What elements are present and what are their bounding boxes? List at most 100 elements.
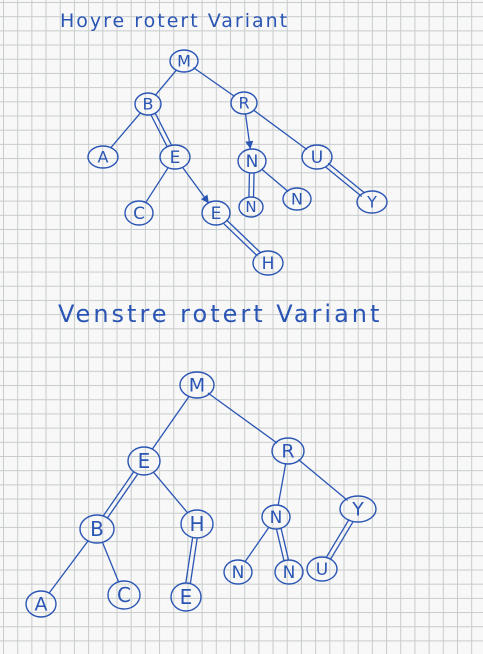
- node-left-rotated-n3: N: [274, 559, 304, 585]
- node-left-rotated-n: N: [261, 504, 291, 530]
- node-circle: [87, 145, 119, 169]
- edge-left-rotated-e-b-b: [106, 473, 139, 519]
- node-circle: [271, 437, 305, 465]
- node-right-rotated-y: Y: [356, 190, 388, 214]
- node-label: C: [117, 583, 131, 607]
- node-left-rotated-e2: E: [170, 582, 202, 612]
- node-label: M: [177, 52, 191, 71]
- node-circle: [301, 144, 333, 170]
- edge-left-rotated-b-a: [48, 540, 89, 594]
- node-circle: [180, 509, 214, 539]
- node-label: E: [170, 148, 181, 168]
- node-circle: [339, 495, 377, 523]
- node-circle: [237, 148, 267, 174]
- node-label: C: [133, 204, 145, 224]
- edge-left-rotated-e-b-a: [102, 471, 135, 517]
- edge-right-rotated-e-c: [145, 167, 169, 203]
- node-left-rotated-a: A: [25, 590, 57, 618]
- title-right-rotated: Hoyre rotert Variant: [60, 10, 290, 32]
- edge-right-rotated-u-y-a: [324, 166, 362, 197]
- node-label: A: [98, 148, 109, 167]
- edge-right-rotated-b-e-a: [150, 115, 168, 148]
- node-left-rotated-e: E: [127, 446, 161, 476]
- node-label: E: [138, 449, 151, 473]
- node-left-rotated-y: Y: [339, 495, 377, 523]
- node-circle: [282, 187, 312, 211]
- edge-right-rotated-r-n1: [244, 114, 254, 150]
- node-left-rotated-m: M: [179, 371, 215, 399]
- edge-right-rotated-r-u: [252, 109, 308, 150]
- node-right-rotated-r: R: [230, 91, 258, 115]
- node-label: Y: [366, 193, 377, 212]
- node-circle: [179, 371, 215, 399]
- node-right-rotated-m: M: [169, 49, 199, 73]
- node-label: R: [281, 441, 294, 463]
- node-right-rotated-e2: E: [201, 200, 231, 226]
- edge-right-rotated-u-y-b: [327, 162, 365, 194]
- node-label: Y: [351, 499, 364, 521]
- node-label: M: [189, 375, 205, 397]
- node-left-rotated-b: B: [79, 514, 115, 544]
- node-right-rotated-c: C: [124, 200, 154, 226]
- node-left-rotated-r: R: [271, 437, 305, 465]
- node-circle: [201, 200, 231, 226]
- node-right-rotated-u: U: [301, 144, 333, 170]
- node-circle: [252, 250, 284, 276]
- node-circle: [169, 49, 199, 73]
- node-label: H: [262, 254, 275, 274]
- node-label: U: [316, 560, 328, 580]
- edge-right-rotated-e2-h-b: [226, 219, 261, 253]
- node-label: N: [232, 563, 245, 583]
- edge-left-rotated-b-c: [102, 542, 119, 582]
- node-label: N: [283, 563, 296, 583]
- node-label: E: [211, 204, 222, 224]
- node-circle: [274, 559, 304, 585]
- node-label: A: [35, 594, 48, 616]
- node-label: B: [143, 95, 154, 114]
- node-label: N: [270, 508, 283, 528]
- edge-right-rotated-m-r: [193, 67, 235, 97]
- node-label: U: [311, 148, 323, 168]
- edge-right-rotated-e-e2: [182, 166, 209, 204]
- node-circle: [261, 504, 291, 530]
- title-left-rotated: Venstre rotert Variant: [58, 300, 383, 328]
- edge-left-rotated-r-n: [277, 464, 287, 505]
- node-circle: [124, 200, 154, 226]
- node-right-rotated-a: A: [87, 145, 119, 169]
- node-circle: [107, 580, 141, 610]
- node-circle: [223, 559, 253, 585]
- node-circle: [25, 590, 57, 618]
- node-circle: [159, 144, 191, 170]
- edge-left-rotated-y-u-a: [326, 519, 350, 558]
- edge-right-rotated-e2-h-a: [223, 223, 258, 257]
- edge-right-rotated-b-a: [110, 112, 141, 149]
- node-label: N: [246, 152, 259, 172]
- edge-left-rotated-n-n3-a: [276, 529, 285, 561]
- node-right-rotated-b: B: [134, 92, 162, 116]
- node-left-rotated-h: H: [180, 509, 214, 539]
- edge-left-rotated-n-n3-b: [280, 528, 289, 560]
- node-left-rotated-c: C: [107, 580, 141, 610]
- edge-right-rotated-n1-n3: [261, 168, 289, 192]
- node-label: N: [291, 190, 303, 209]
- node-label: E: [180, 585, 193, 609]
- node-left-rotated-u: U: [306, 556, 338, 582]
- edge-left-rotated-y-u-b: [330, 521, 354, 560]
- node-label: R: [238, 94, 249, 113]
- node-circle: [127, 446, 161, 476]
- node-circle: [356, 190, 388, 214]
- node-right-rotated-e: E: [159, 144, 191, 170]
- node-left-rotated-n2: N: [223, 559, 253, 585]
- node-circle: [230, 91, 258, 115]
- node-right-rotated-n3: N: [282, 187, 312, 211]
- edge-left-rotated-m-r: [207, 392, 278, 444]
- node-right-rotated-h: H: [252, 250, 284, 276]
- node-label: H: [189, 512, 204, 536]
- edge-left-rotated-n-n2: [244, 527, 270, 562]
- node-circle: [306, 556, 338, 582]
- edge-left-rotated-r-y: [298, 459, 348, 501]
- node-circle: [134, 92, 162, 116]
- edge-left-rotated-h-e2-a: [185, 537, 194, 583]
